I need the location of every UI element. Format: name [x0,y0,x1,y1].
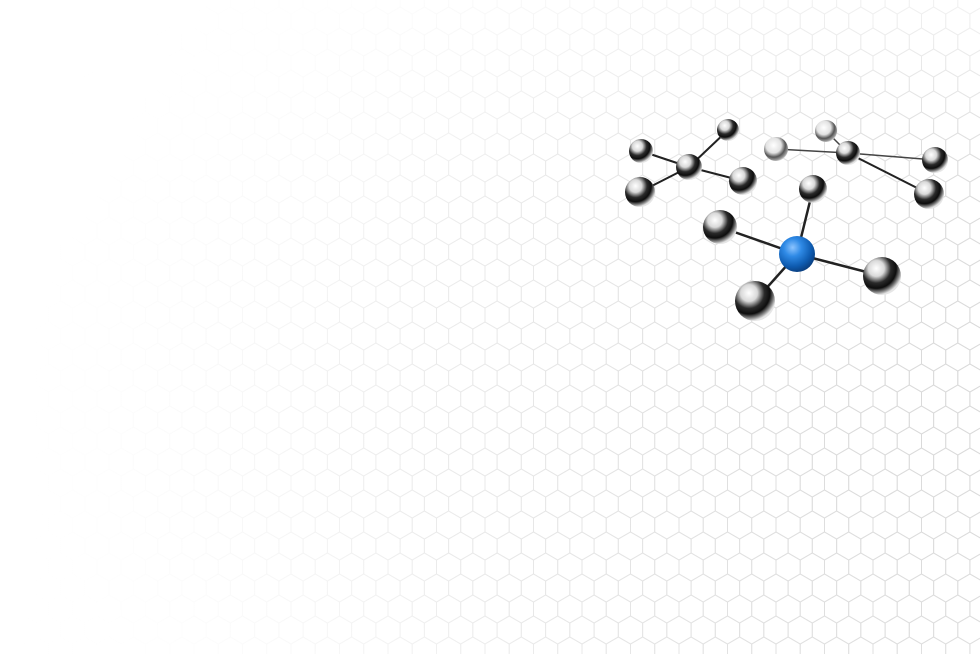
sphere-atom [764,137,788,161]
bond [847,152,936,161]
sphere-atom [922,147,948,173]
sphere-atom-center [836,141,860,165]
sphere-atom [914,179,944,209]
sphere-atom [703,210,737,244]
blue-sphere-atom [779,236,815,272]
bond [847,152,930,195]
sphere-atom [717,119,739,141]
right-molecule [764,120,948,209]
sphere-atom [735,281,775,321]
blue-center-molecule [703,175,901,321]
sphere-atom [799,175,827,203]
sphere-atom [863,257,901,295]
sphere-atom [629,139,653,163]
sphere-atom [625,177,655,207]
sphere-atom-center [676,154,702,180]
sphere-atom [729,167,757,195]
sphere-atom [815,120,837,142]
bond [775,148,849,154]
left-molecule [625,119,757,207]
